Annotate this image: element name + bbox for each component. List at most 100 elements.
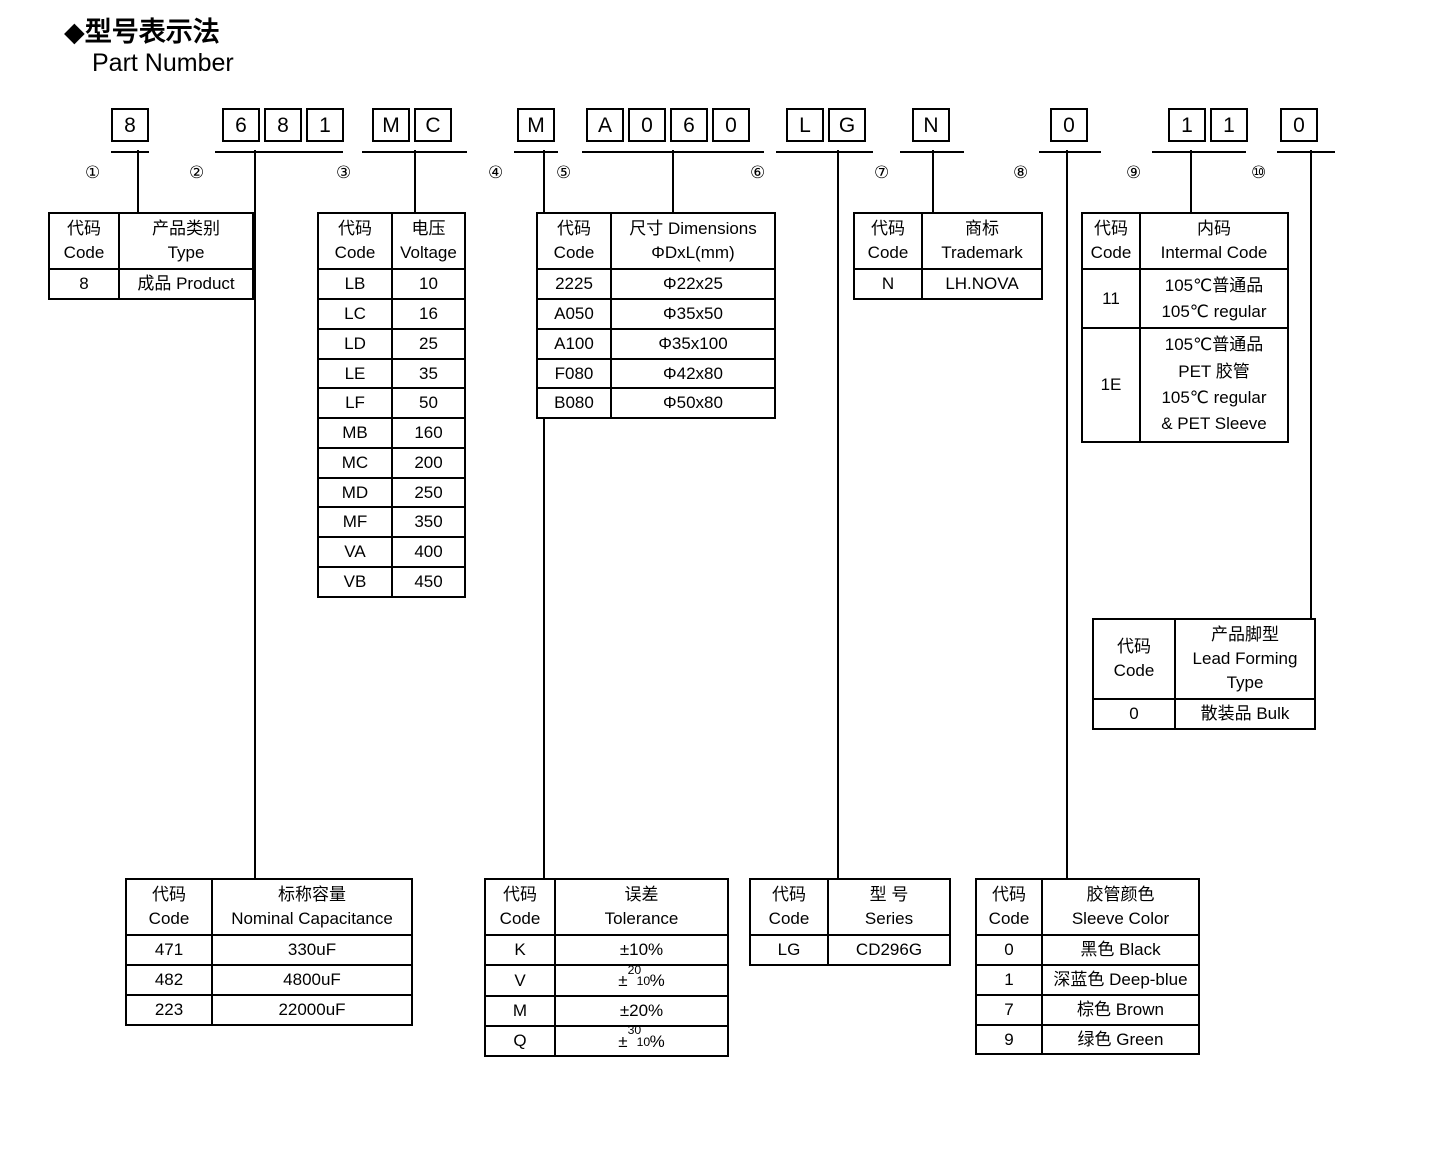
sleeve-code-1: 1 bbox=[975, 964, 1043, 996]
capacitance-value-0: 330uF bbox=[211, 934, 413, 966]
trademark-value-0: LH.NOVA bbox=[921, 268, 1043, 300]
page-title-cn: ◆型号表示法 bbox=[64, 17, 220, 47]
table-row: 0 散装品 Bulk bbox=[1092, 698, 1316, 731]
page-title-en: Part Number bbox=[92, 49, 234, 77]
lead-header-value: 产品脚型 Lead Forming Type bbox=[1174, 617, 1316, 701]
part-number-char-5-2: 0 bbox=[628, 108, 666, 142]
dimensions-value-3: Φ42x80 bbox=[610, 357, 776, 390]
part-number-char-4-1: M bbox=[517, 108, 555, 142]
internal-value-0: 105℃普通品 105℃ regular bbox=[1139, 268, 1289, 330]
table-row: M ±20% bbox=[484, 994, 729, 1027]
voltage-code-9: VA bbox=[317, 536, 393, 568]
voltage-value-7: 250 bbox=[391, 476, 466, 509]
type-value-0: 成品 Product bbox=[118, 268, 254, 300]
table-row: LG CD296G bbox=[749, 934, 951, 966]
sleeve-value-2: 棕色 Brown bbox=[1041, 993, 1200, 1026]
series-code-0: LG bbox=[749, 934, 829, 966]
group-underline-4 bbox=[514, 151, 558, 153]
group-drop-line-9 bbox=[1190, 150, 1192, 212]
internal-code-1: 1E bbox=[1081, 327, 1141, 443]
group-drop-line-6 bbox=[837, 150, 839, 878]
group-underline-10 bbox=[1277, 151, 1335, 153]
part-number-char-2-1: 6 bbox=[222, 108, 260, 142]
group-drop-line-1 bbox=[137, 150, 139, 212]
sleeve-value-3: 绿色 Green bbox=[1041, 1023, 1200, 1056]
voltage-value-10: 450 bbox=[391, 565, 466, 598]
part-number-char-10-1: 0 bbox=[1280, 108, 1318, 142]
voltage-code-7: MD bbox=[317, 476, 393, 509]
part-number-char-8-1: 0 bbox=[1050, 108, 1088, 142]
tolerance-value-2: ±20% bbox=[554, 994, 729, 1027]
group-drop-line-2 bbox=[254, 150, 256, 878]
group-index-7: ⑦ bbox=[874, 163, 890, 182]
part-number-char-5-3: 6 bbox=[670, 108, 708, 142]
lead-code-0: 0 bbox=[1092, 698, 1176, 731]
part-number-char-5-1: A bbox=[586, 108, 624, 142]
voltage-code-1: LC bbox=[317, 298, 393, 330]
voltage-value-6: 200 bbox=[391, 446, 466, 479]
group-index-9: ⑨ bbox=[1126, 163, 1142, 182]
voltage-value-2: 25 bbox=[391, 327, 466, 360]
group-index-2: ② bbox=[189, 163, 205, 182]
group-underline-2 bbox=[215, 151, 343, 153]
capacitance-value-1: 4800uF bbox=[211, 964, 413, 996]
part-number-char-7-1: N bbox=[912, 108, 950, 142]
group-drop-line-5 bbox=[672, 150, 674, 212]
group-index-3: ③ bbox=[336, 163, 352, 182]
table-row: N LH.NOVA bbox=[853, 268, 1043, 300]
dimensions-code-2: A100 bbox=[536, 327, 612, 360]
dimensions-value-2: Φ35x100 bbox=[610, 327, 776, 360]
part-number-char-6-1: L bbox=[786, 108, 824, 142]
part-number-char-6-2: G bbox=[828, 108, 866, 142]
part-number-char-9-2: 1 bbox=[1210, 108, 1248, 142]
dimensions-code-4: B080 bbox=[536, 387, 612, 419]
part-number-char-2-3: 1 bbox=[306, 108, 344, 142]
group-drop-line-3 bbox=[414, 150, 416, 212]
sleeve-code-2: 7 bbox=[975, 993, 1043, 1026]
tolerance-code-0: K bbox=[484, 934, 556, 966]
group-drop-line-7 bbox=[932, 150, 934, 212]
group-underline-8 bbox=[1039, 151, 1101, 153]
table-row: 8 成品 Product bbox=[48, 268, 254, 300]
voltage-code-6: MC bbox=[317, 446, 393, 479]
tolerance-code-3: Q bbox=[484, 1024, 556, 1058]
lead-value-0: 散装品 Bulk bbox=[1174, 698, 1316, 731]
voltage-value-8: 350 bbox=[391, 506, 466, 538]
dimensions-code-1: A050 bbox=[536, 298, 612, 330]
